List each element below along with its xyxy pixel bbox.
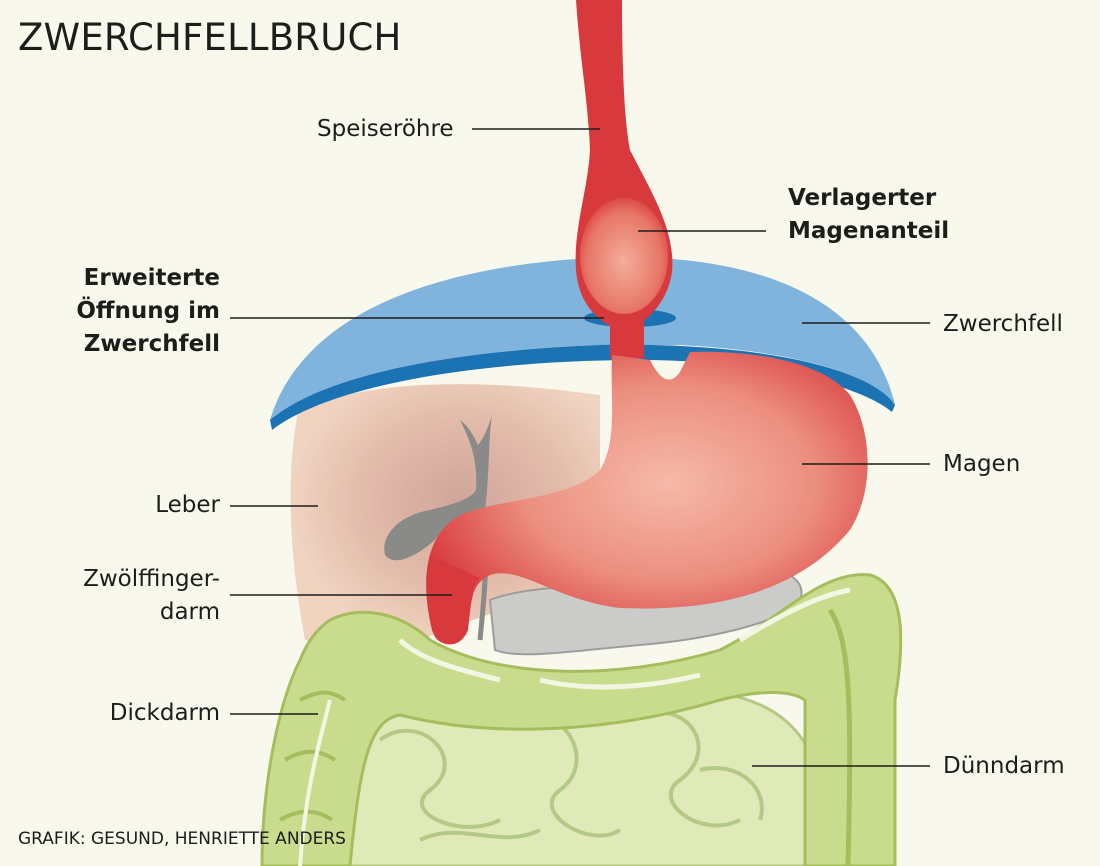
label-speiseroehre: Speiseröhre: [317, 116, 454, 142]
label-erweiterte-line2: Öffnung im: [76, 298, 220, 324]
label-erweiterte-line1: Erweiterte: [83, 265, 220, 291]
label-dickdarm: Dickdarm: [109, 700, 220, 726]
label-magen: Magen: [943, 451, 1021, 477]
label-zwoelffingerdarm: Zwölffinger- darm: [83, 563, 220, 629]
label-erweiterte-oeffnung: Erweiterte Öffnung im Zwerchfell: [76, 262, 220, 361]
label-zwoelffinger-line2: darm: [159, 599, 220, 625]
label-zwerchfell: Zwerchfell: [943, 311, 1063, 337]
label-verlagerter-line1: Verlagerter: [788, 185, 937, 211]
label-verlagerter-line2: Magenanteil: [788, 218, 950, 244]
diagram-title: ZWERCHFELLBRUCH: [18, 16, 402, 59]
esophagus: [575, 0, 673, 358]
label-duenndarm: Dünndarm: [943, 753, 1065, 779]
duodenum: [430, 560, 480, 645]
herniated-stomach-part: [580, 198, 668, 314]
label-verlagerter-magenanteil: Verlagerter Magenanteil: [788, 182, 949, 248]
colon: [260, 573, 903, 866]
stomach: [426, 351, 868, 645]
label-leber: Leber: [155, 492, 220, 518]
label-zwoelffinger-line1: Zwölffinger-: [83, 566, 220, 592]
graphic-credit: GRAFIK: GESUND, HENRIETTE ANDERS: [18, 829, 346, 849]
leader-lines: [230, 128, 930, 767]
label-erweiterte-line3: Zwerchfell: [83, 331, 220, 357]
